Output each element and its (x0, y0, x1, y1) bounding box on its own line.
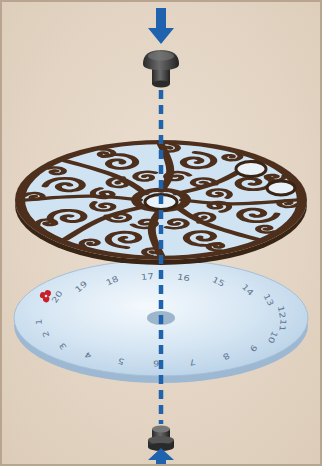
filigree-swirl (167, 220, 187, 229)
start-symbol (38, 288, 51, 303)
filigree-swirl (144, 249, 159, 256)
filigree-swirl (135, 172, 155, 181)
filigree-swirl (163, 144, 178, 151)
filigree-swirl (224, 154, 240, 161)
filigree-swirl (195, 213, 213, 222)
dial-number: 16 (177, 273, 191, 283)
dial-number: 11 (278, 318, 287, 332)
filigree-swirl (193, 179, 216, 186)
up-arrow (148, 448, 174, 464)
filigree-swirl (108, 232, 138, 247)
filigree-swirl (240, 209, 277, 222)
filigree-swirl (166, 172, 189, 180)
filigree-swirl (38, 220, 55, 226)
filigree-swirl (183, 152, 213, 167)
filigree-swirl (279, 201, 297, 207)
filigree-swirl (93, 188, 113, 198)
filigree-swirl (48, 167, 64, 174)
filigree-swirl (209, 202, 229, 212)
dial-number: 6 (153, 359, 160, 367)
filigree-swirl (82, 240, 98, 247)
filigree-swirl (133, 220, 156, 228)
filigree-swirl (45, 178, 82, 191)
dial-number: 12 (276, 305, 286, 319)
filigree-swirl (258, 226, 274, 233)
filigree-swirl (209, 243, 223, 250)
filigree-swirl (109, 178, 127, 187)
filigree-swirl (92, 202, 113, 210)
filigree-swirl (209, 189, 230, 197)
bottom-peg (148, 426, 174, 452)
top-peg (143, 50, 179, 88)
dial-number: 1 (35, 318, 43, 325)
assembly-axis (159, 90, 164, 424)
filigree-swirl (106, 214, 129, 221)
filigree-swirl (100, 149, 114, 156)
filigree-swirl (25, 193, 43, 199)
down-arrow (148, 8, 174, 44)
